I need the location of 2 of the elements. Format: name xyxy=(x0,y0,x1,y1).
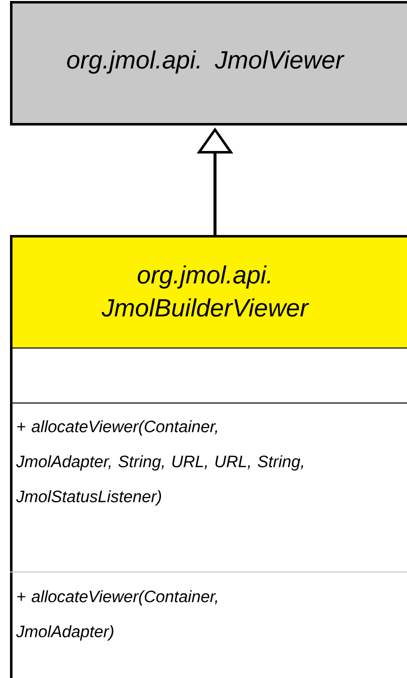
class-box: org.jmol.api. JmolBuilderViewer + allocateViewer(Container, JmolAdapter, String, URL, URL, String, JmolStatusListener) + allocateViewer(Container, JmolAdapter) xyxy=(10,235,407,678)
class-box: org.jmol.api. JmolViewer xyxy=(10,1,407,126)
